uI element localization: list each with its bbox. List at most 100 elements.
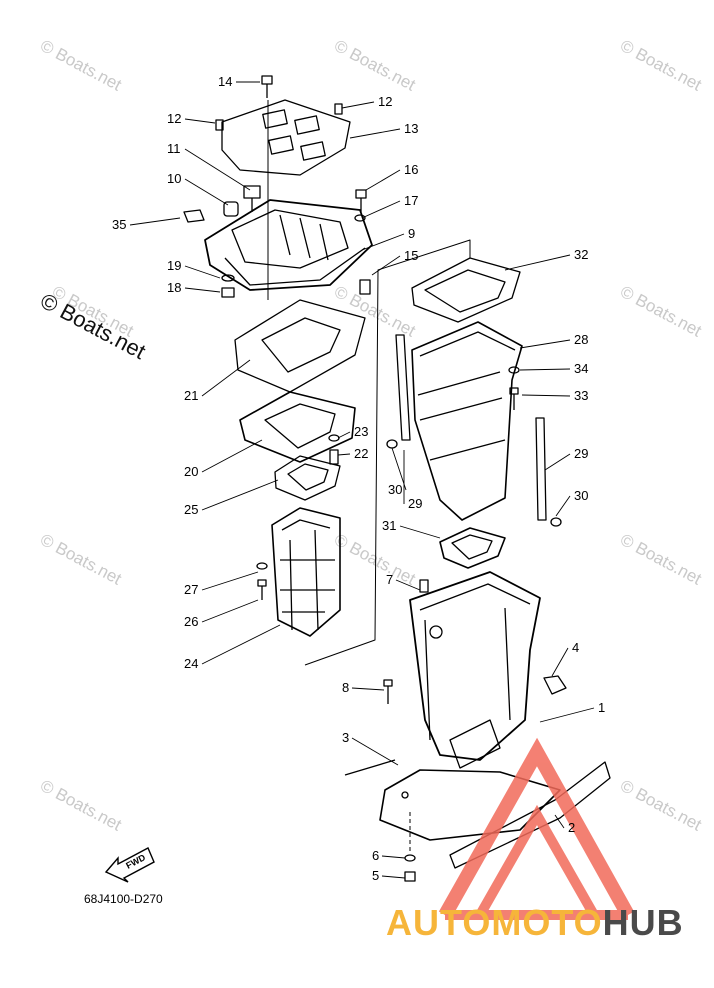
leader-line: [184, 287, 221, 293]
callout-18: 18: [167, 280, 221, 295]
leader-line: [519, 368, 571, 371]
leader-line: [381, 875, 406, 879]
leader-line: [539, 707, 595, 723]
callout-30: 30: [555, 488, 588, 517]
part-nut-5: [404, 871, 416, 882]
callout-19: 19: [167, 258, 221, 279]
callout-number: 5: [372, 868, 379, 883]
callout-30: 30: [388, 447, 407, 497]
callout-5: 5: [372, 868, 406, 883]
part-bolt-33: [509, 387, 519, 410]
callout-20: 20: [184, 439, 263, 479]
callout-number: 8: [342, 680, 349, 695]
callout-number: 35: [112, 217, 126, 232]
part-plate-3: [344, 759, 561, 841]
callout-number: 12: [167, 111, 181, 126]
callout-15: 15: [371, 248, 418, 276]
leader-line: [201, 479, 279, 511]
leader-line: [341, 101, 375, 109]
callout-14: 14: [218, 74, 260, 89]
callout-number: 24: [184, 656, 198, 671]
part-oil-pan-28: [411, 321, 523, 521]
leader-line: [337, 431, 351, 439]
leader-line: [521, 394, 571, 397]
part-gasket-25: [274, 455, 341, 501]
callout-4: 4: [551, 640, 579, 677]
leader-line: [129, 217, 181, 226]
leader-line: [361, 200, 401, 219]
leader-line: [365, 169, 401, 191]
callout-28: 28: [519, 332, 588, 349]
leader-line: [201, 359, 251, 397]
leader-line: [201, 624, 281, 665]
callout-12: 12: [341, 94, 392, 109]
brand-logo-icon: [438, 737, 635, 920]
leader-line: [349, 128, 401, 139]
brand-wordmark: AUTOMOTOHUB: [386, 902, 684, 944]
callout-number: 11: [167, 141, 181, 156]
callout-number: 3: [342, 730, 349, 745]
callout-number: 2: [568, 820, 575, 835]
callout-number: 33: [574, 388, 588, 403]
part-washer-34: [508, 366, 520, 374]
part-pin-12-left: [215, 119, 224, 131]
callout-number: 17: [404, 193, 418, 208]
callout-29: 29: [544, 446, 588, 471]
leader-line: [554, 814, 565, 829]
leader-line: [395, 579, 421, 591]
part-seal-29-right: [535, 417, 547, 521]
part-gasket-top: [221, 99, 351, 176]
callout-number: 14: [218, 74, 232, 89]
callout-31: 31: [382, 518, 441, 539]
callout-number: 30: [574, 488, 588, 503]
callout-7: 7: [386, 572, 421, 591]
part-upper-casing-1: [409, 571, 541, 769]
callout-3: 3: [342, 730, 399, 766]
callout-number: 34: [574, 361, 588, 376]
leader-line: [504, 254, 571, 271]
leader-line: [551, 647, 569, 677]
callout-number: 29: [574, 446, 588, 461]
callout-9: 9: [361, 226, 415, 251]
callout-number: 23: [354, 424, 368, 439]
part-seal-29-left: [395, 334, 411, 441]
part-bolt-26: [257, 579, 267, 600]
callout-21: 21: [184, 359, 251, 403]
callout-number: 26: [184, 614, 198, 629]
callout-10: 10: [167, 171, 229, 206]
callout-6: 6: [372, 848, 406, 863]
callout-number: 30: [388, 482, 402, 497]
callout-number: 7: [386, 572, 393, 587]
callout-26: 26: [184, 599, 259, 629]
brand-part-1: AUTOMOTO: [386, 902, 603, 943]
callout-number: 27: [184, 582, 198, 597]
callout-32: 32: [504, 247, 588, 271]
leader-line: [361, 233, 405, 251]
fwd-arrow-icon: FWD: [104, 847, 155, 883]
callout-number: 29: [408, 496, 422, 511]
part-pin-12-right: [334, 103, 343, 115]
part-gasket-31: [439, 527, 506, 569]
callout-33: 33: [521, 388, 588, 403]
part-gasket-21: [234, 299, 366, 393]
part-washer-30-right: [550, 517, 562, 527]
callout-17: 17: [361, 193, 418, 219]
leader-line: [184, 118, 216, 124]
part-bolt-16: [355, 189, 367, 212]
callout-12: 12: [167, 111, 216, 126]
part-bolt-15: [359, 279, 371, 295]
callout-25: 25: [184, 479, 279, 517]
callout-number: 4: [572, 640, 579, 655]
callout-number: 13: [404, 121, 418, 136]
callout-number: 21: [184, 388, 198, 403]
callout-number: 31: [382, 518, 396, 533]
leader-line: [519, 339, 571, 349]
leader-line: [201, 599, 259, 623]
part-washer-27: [256, 562, 268, 570]
part-washer-30-left: [386, 439, 398, 449]
leader-line: [555, 495, 571, 517]
leader-line: [201, 571, 259, 591]
leader-line: [381, 855, 406, 859]
leader-line: [544, 453, 571, 471]
